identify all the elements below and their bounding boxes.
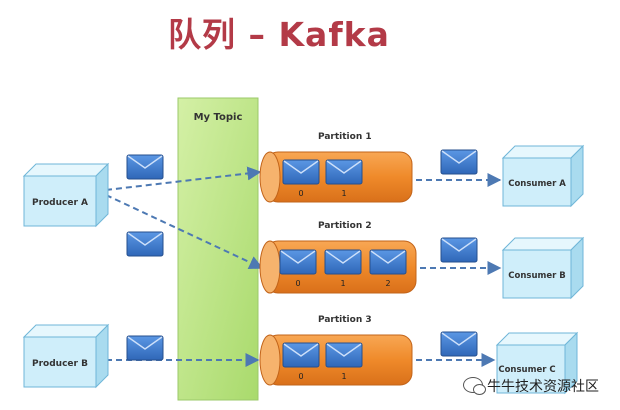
consumer-c-box: Consumer C xyxy=(495,331,579,395)
topic-label: My Topic xyxy=(194,112,243,123)
consumer-a-label: Consumer A xyxy=(508,179,566,189)
topic-panel: My Topic xyxy=(177,97,259,401)
partition-3-label: Partition 3 xyxy=(318,315,372,325)
consumer-b-box: Consumer B xyxy=(501,236,585,300)
message-offset: 0 xyxy=(298,372,303,381)
arrow-producer-a-partition-2 xyxy=(105,194,264,269)
envelope-icon xyxy=(126,335,164,361)
producer-a-box: Producer A xyxy=(22,162,110,228)
page-title: 队列 – Kafka xyxy=(168,15,390,54)
envelope-icon xyxy=(440,149,478,175)
envelope-icon xyxy=(126,231,164,257)
partition-2: Partition 2 0 1 2 xyxy=(259,221,417,294)
consumer-b-label: Consumer B xyxy=(508,271,566,281)
message-offset: 1 xyxy=(340,279,345,288)
envelope-icon xyxy=(282,342,320,368)
partition-3: Partition 3 0 1 xyxy=(259,315,413,386)
wechat-icon xyxy=(463,377,486,395)
envelope-icon xyxy=(325,159,363,185)
envelope-icon xyxy=(440,331,478,357)
producer-b-box: Producer B xyxy=(22,323,110,389)
message-offset: 0 xyxy=(298,189,303,198)
flying-envelopes xyxy=(126,149,478,361)
envelope-icon xyxy=(369,249,407,275)
producer-a-label: Producer A xyxy=(32,198,88,208)
envelope-icon xyxy=(279,249,317,275)
partition-2-label: Partition 2 xyxy=(318,221,372,231)
arrow-producer-a-partition-1 xyxy=(105,166,262,191)
watermark: 牛牛技术资源社区 xyxy=(463,376,599,396)
message-offset: 2 xyxy=(385,279,390,288)
message-offset: 0 xyxy=(295,279,300,288)
envelope-icon xyxy=(325,342,363,368)
envelope-icon xyxy=(282,159,320,185)
envelope-icon xyxy=(440,237,478,263)
envelope-icon xyxy=(324,249,362,275)
producer-b-label: Producer B xyxy=(32,359,88,369)
partition-1: Partition 1 0 1 xyxy=(259,132,413,203)
partition-1-label: Partition 1 xyxy=(318,132,372,142)
message-offset: 1 xyxy=(341,189,346,198)
consumer-c-label: Consumer C xyxy=(498,365,555,375)
message-offset: 1 xyxy=(341,372,346,381)
consumer-a-box: Consumer A xyxy=(501,144,585,208)
watermark-text: 牛牛技术资源社区 xyxy=(487,379,599,395)
envelope-icon xyxy=(126,154,164,180)
